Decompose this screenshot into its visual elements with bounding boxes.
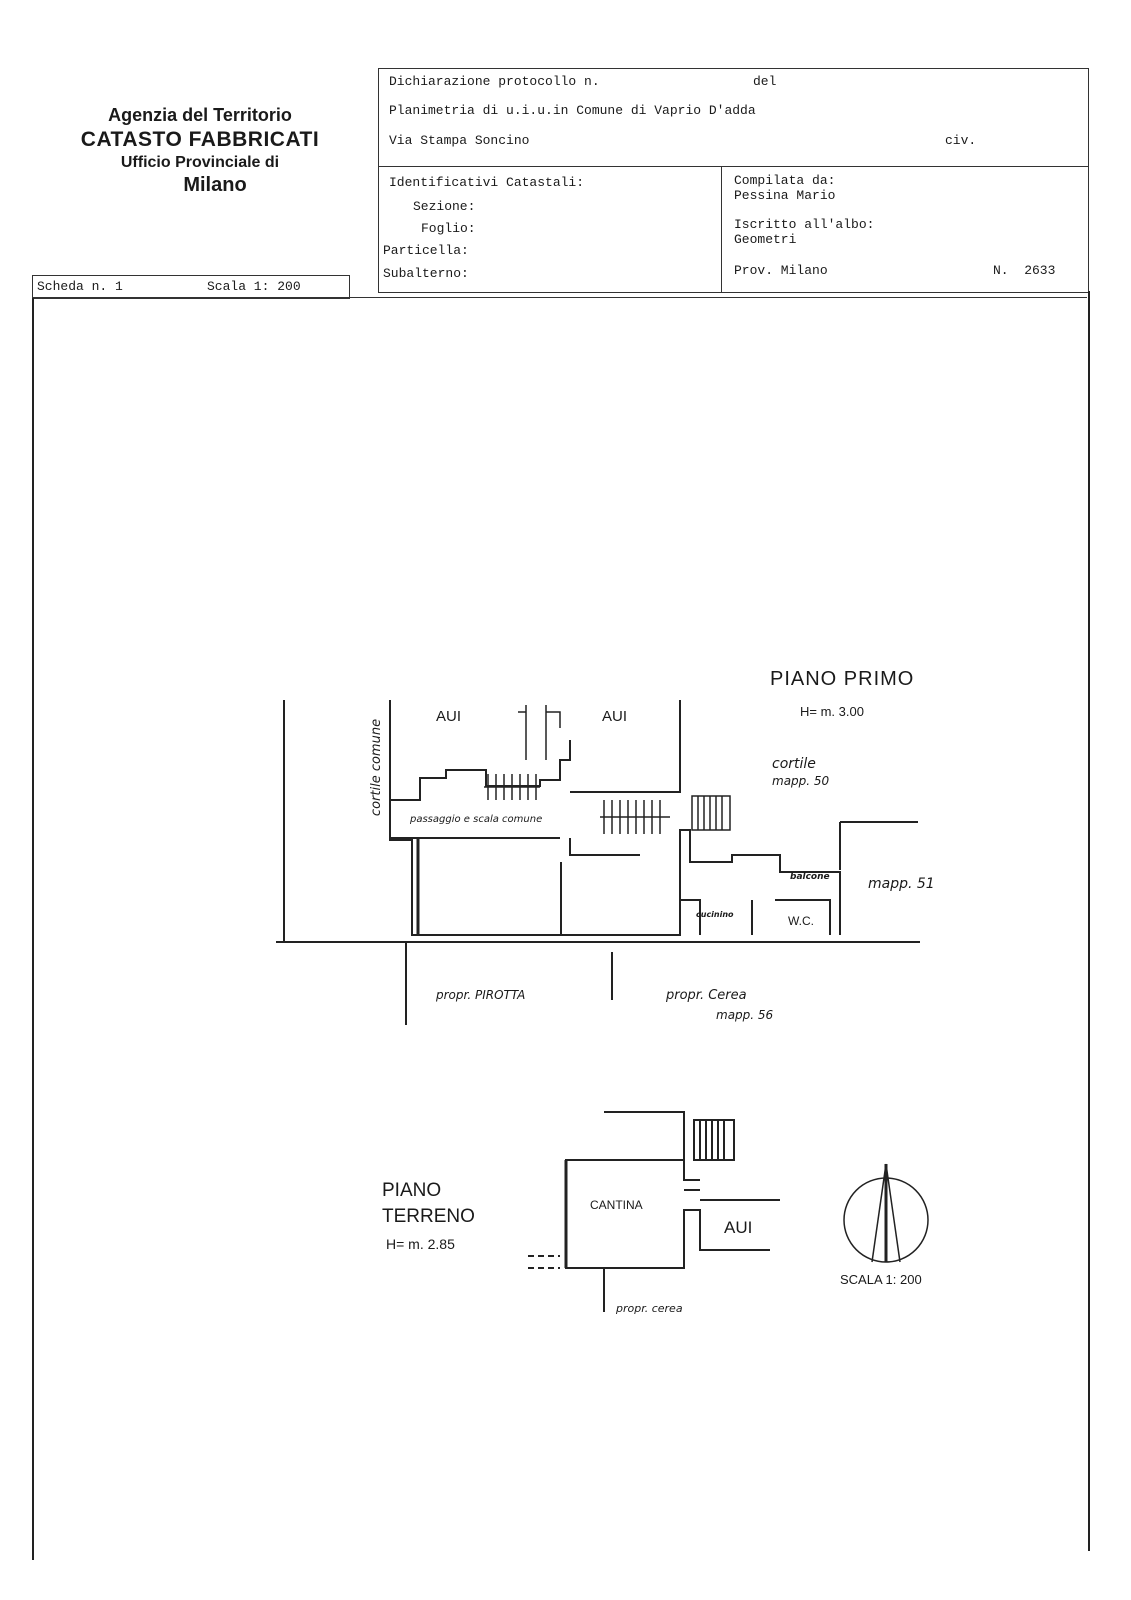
- center-room-top: [569, 838, 640, 856]
- foglio-label: Foglio:: [421, 221, 476, 236]
- subalterno-label: Subalterno:: [383, 266, 469, 281]
- propr-cerea-terreno-label: propr. cerea: [616, 1302, 683, 1315]
- scale-label: SCALA 1: 200: [840, 1272, 922, 1287]
- stair-hatching-right: [600, 800, 670, 834]
- cucinino-label: cucinino: [696, 910, 734, 919]
- civ-label: civ.: [945, 133, 977, 148]
- cucinino-wall: [680, 899, 701, 935]
- ident-label: Identificativi Catastali:: [389, 175, 585, 190]
- mapp51-label: mapp. 51: [868, 876, 935, 892]
- compilata-label: Compilata da:: [734, 173, 836, 188]
- north-arrow-icon: [843, 1163, 929, 1263]
- cantina-label: CANTINA: [590, 1198, 643, 1212]
- frame-left-line: [32, 298, 34, 1560]
- piano-terreno-title-2: TERRENO: [382, 1206, 475, 1227]
- piano-terreno-height: H= m. 2.85: [386, 1236, 455, 1252]
- right-stair-wall: [570, 700, 681, 793]
- piano-primo-title: PIANO PRIMO: [770, 668, 915, 690]
- iscritto-label: Iscritto all'albo:: [734, 217, 875, 232]
- light-shaft: [525, 705, 547, 760]
- street-text: Via Stampa Soncino: [389, 133, 530, 148]
- compilata-name: Pessina Mario: [734, 188, 836, 203]
- del-label: del: [753, 74, 777, 89]
- stair-hatching-external: [691, 795, 731, 831]
- piano-primo-height: H= m. 3.00: [800, 704, 864, 719]
- office-city: Milano: [183, 173, 247, 196]
- wc-label: W.C.: [788, 914, 814, 928]
- agency-title-block: Agenzia del Territorio CATASTO FABBRICAT…: [40, 104, 360, 198]
- aui-terreno-label: AUI: [724, 1218, 753, 1237]
- stair-hatching-left: [484, 774, 540, 800]
- number-label: N. 2633: [993, 263, 1056, 278]
- iscritto-value: Geometri: [734, 232, 797, 247]
- piano-terreno-title-1: PIANO: [382, 1180, 442, 1201]
- protocol-label: Dichiarazione protocollo n.: [389, 74, 600, 89]
- propr-pirotta-label: propr. PIROTTA: [436, 988, 526, 1002]
- scheda-label: Scheda n. 1: [37, 279, 123, 294]
- cortile-comune-label: cortile comune: [369, 718, 385, 817]
- prov-label: Prov. Milano: [734, 263, 828, 278]
- wc-top-wall: [775, 899, 831, 935]
- mapp50-label: mapp. 50: [772, 774, 830, 788]
- balcone-label: balcone: [790, 872, 830, 882]
- aui-right-label: AUI: [602, 708, 628, 725]
- frame-right-line: [1088, 291, 1090, 1551]
- scheda-scale: Scala 1: 200: [207, 279, 301, 294]
- aui-left-label: AUI: [436, 708, 462, 725]
- agency-name: Agenzia del Territorio: [108, 105, 292, 125]
- planimetry-text: Planimetria di u.i.u.in Comune di Vaprio…: [389, 103, 756, 118]
- scheda-box: Scheda n. 1 Scala 1: 200: [32, 275, 350, 299]
- building-outline-main: [389, 700, 841, 936]
- cortile-label: cortile: [772, 756, 816, 772]
- piano-terreno-walls: [528, 1111, 780, 1312]
- passaggio-label: passaggio e scala comune: [410, 814, 543, 825]
- catasto-title: CATASTO FABBRICATI: [80, 127, 320, 151]
- light-shaft-cap: [518, 711, 561, 728]
- header-divider-vertical: [721, 166, 722, 292]
- particella-label: Particella:: [383, 243, 469, 258]
- sezione-label: Sezione:: [413, 199, 476, 214]
- mapp56-label: mapp. 56: [716, 1008, 774, 1022]
- propr-cerea-label: propr. Cerea: [666, 988, 747, 1003]
- frame-top-line: [32, 297, 1087, 298]
- header-divider-horizontal: [379, 166, 1088, 167]
- header-box: Dichiarazione protocollo n. del Planimet…: [378, 68, 1089, 293]
- upper-corridor-wall: [390, 740, 571, 801]
- office-label: Ufficio Provinciale di: [120, 153, 280, 171]
